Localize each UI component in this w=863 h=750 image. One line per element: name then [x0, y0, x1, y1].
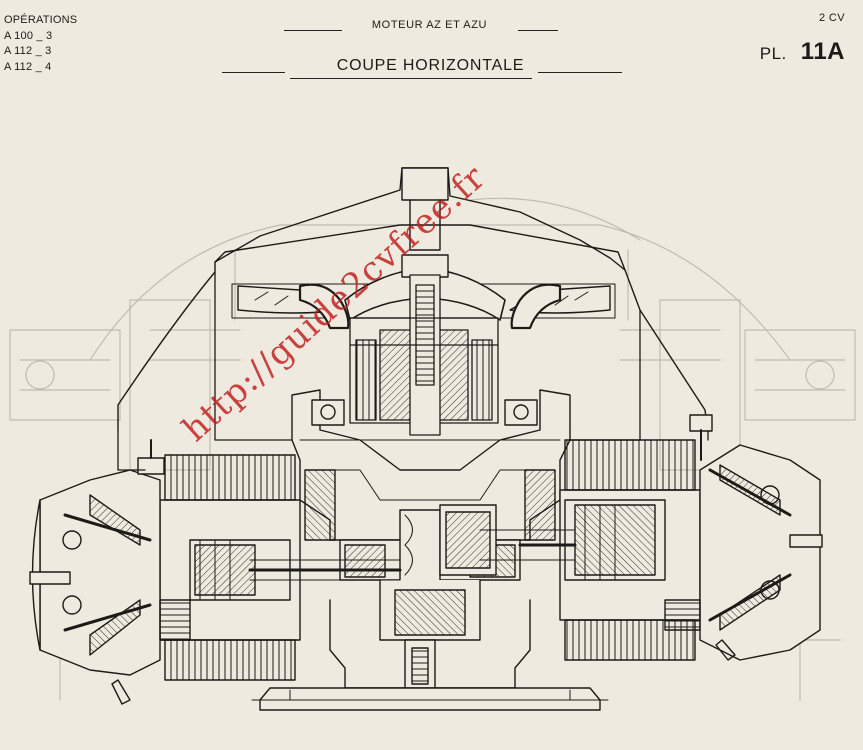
plate-prefix: PL. — [759, 44, 787, 63]
plate-id: PL. 11A — [760, 38, 845, 66]
page-title: COUPE HORIZONTALE — [336, 57, 525, 74]
title-rule-left — [222, 72, 285, 74]
shroud-sides — [117, 271, 709, 471]
subtitle-rule-right — [518, 30, 558, 32]
right-cylinder — [479, 439, 701, 661]
sump — [251, 599, 609, 711]
crankshaft — [339, 504, 521, 691]
model-label: 2 CV — [818, 12, 845, 24]
right-cylinder-head — [664, 414, 823, 661]
left-cylinder-head — [29, 439, 191, 705]
subtitle-rule-left — [284, 30, 342, 32]
title-rule-under — [290, 78, 532, 80]
operations-list: OPÉRATIONS A 100 _ 3 A 112 _ 3 A 112 _ 4 — [4, 13, 77, 75]
dynamo — [349, 274, 499, 436]
title-rule-right — [538, 72, 622, 74]
cooling-shroud — [117, 167, 709, 433]
subtitle: MOTEUR AZ ET AZU — [371, 19, 488, 31]
operations-label: OPÉRATIONS — [4, 14, 78, 26]
crankcase — [291, 389, 571, 541]
operation-code: A 112 _ 4 — [4, 60, 52, 73]
operation-code: A 112 _ 3 — [4, 45, 52, 57]
left-cylinder — [159, 454, 402, 681]
plate-number: 11A — [800, 38, 845, 65]
operation-code: A 100 _ 3 — [4, 29, 53, 42]
